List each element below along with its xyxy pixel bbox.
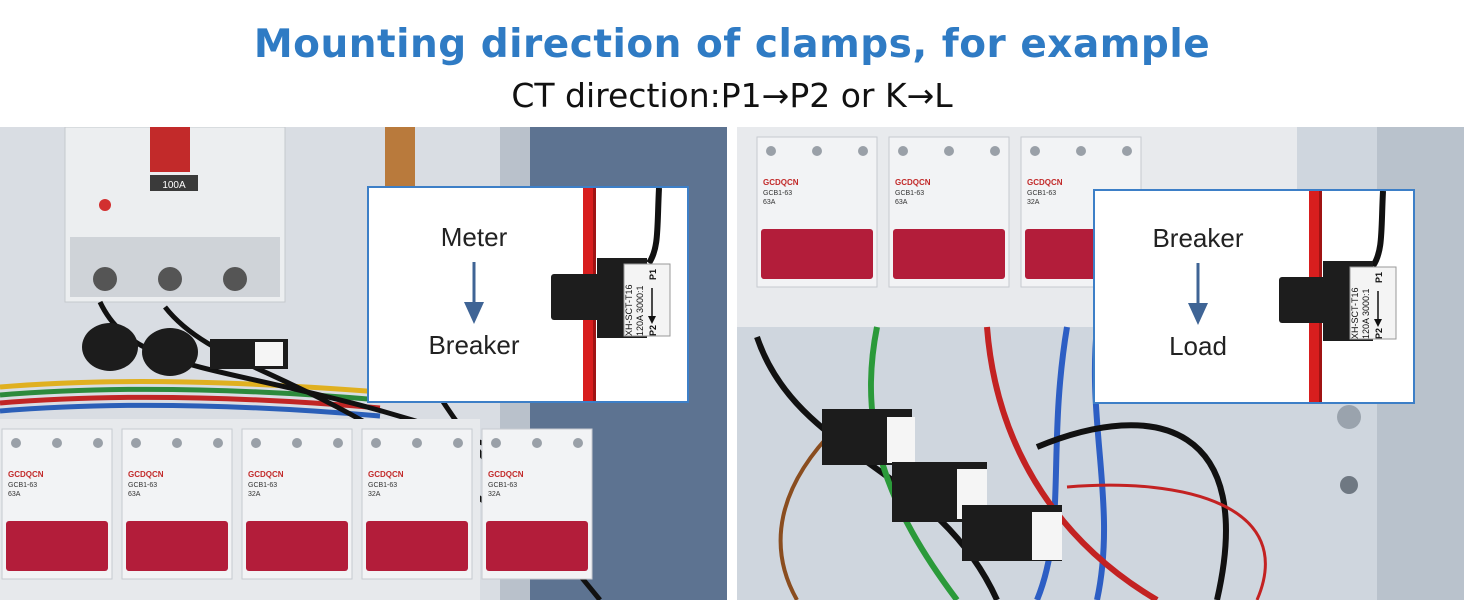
breaker-toggle (893, 229, 1005, 279)
breaker-rating: 63A (8, 491, 21, 498)
breaker-rating: 63A (895, 199, 908, 206)
breaker-toggle (126, 521, 228, 571)
ct-clamp-photo (142, 328, 198, 376)
down-arrow-icon (1188, 263, 1208, 325)
terminal-screw-icon (52, 438, 62, 448)
breaker-brand: GCDQCN (763, 178, 799, 187)
page-subtitle: CT direction:P1→P2 or K→L (511, 76, 953, 115)
ct-model-text: XH-SCT-T16 (1350, 287, 1360, 339)
terminal-screw-icon (1076, 146, 1086, 156)
breaker-brand: GCDQCN (1027, 178, 1063, 187)
terminal-screw-icon (11, 438, 21, 448)
terminal-screw-icon (131, 438, 141, 448)
breaker-brand: GCDQCN (128, 470, 164, 479)
terminal-screw-icon (172, 438, 182, 448)
breaker-model: GCB1-63 (763, 190, 792, 197)
breaker-brand: GCDQCN (488, 470, 524, 479)
callout-to-label: Breaker (428, 330, 520, 360)
ct-p2-text: P2 (648, 325, 658, 336)
breaker-brand: GCDQCN (8, 470, 44, 479)
ct-spec-text: 120A 3000:1 (635, 285, 645, 336)
breaker-rating: 63A (128, 491, 141, 498)
enclosure-screw (1337, 405, 1361, 429)
ct-clamp-diagram: XH-SCT-T16 120A 3000:1 P2 P1 (551, 188, 671, 401)
down-arrow-icon (464, 262, 484, 324)
breaker-toggle (6, 521, 108, 571)
breaker-module: GCDQCN GCB1-63 63A (1, 428, 113, 580)
ct-clamp-diagram: XH-SCT-T16 120A 3000:1 P2 P1 (1279, 191, 1397, 402)
terminal-screw-icon (944, 146, 954, 156)
breaker-rating: 32A (1027, 199, 1040, 206)
terminal-screw-icon (213, 438, 223, 448)
ct-clamp-photo (82, 323, 138, 371)
breaker-model: GCB1-63 (368, 482, 397, 489)
breaker-model: GCB1-63 (248, 482, 277, 489)
breaker-rating: 32A (488, 491, 501, 498)
breaker-module: GCDQCN GCB1-63 63A (756, 136, 878, 288)
main-breaker-rating: 100A (162, 180, 186, 191)
breaker-model: GCB1-63 (488, 482, 517, 489)
terminal-screw-icon (1122, 146, 1132, 156)
breaker-toggle (761, 229, 873, 279)
ct-model-text: XH-SCT-T16 (624, 284, 634, 336)
breaker-toggle (486, 521, 588, 571)
terminal-screw-icon (532, 438, 542, 448)
breaker-toggle (366, 521, 468, 571)
breaker-module: GCDQCN GCB1-63 32A (361, 428, 473, 580)
breaker-rating: 63A (763, 199, 776, 206)
main-breaker: 100A (64, 127, 286, 303)
breaker-model: GCB1-63 (895, 190, 924, 197)
terminal-screw-icon (766, 146, 776, 156)
callout-from-label: Breaker (1152, 223, 1244, 253)
callout-from-label: Meter (440, 222, 508, 252)
terminal-screw-icon (812, 146, 822, 156)
enclosure-screw (1340, 476, 1358, 494)
main-breaker-switch (150, 127, 190, 172)
terminal-screw-icon (333, 438, 343, 448)
ct-p2-text: P2 (1374, 328, 1384, 339)
breaker-module: GCDQCN GCB1-63 32A (481, 428, 593, 580)
terminal-screw-icon (990, 146, 1000, 156)
breaker-rating: 32A (368, 491, 381, 498)
status-indicator (99, 199, 111, 211)
ct-p1-text: P1 (648, 269, 658, 280)
left-callout: Meter Breaker XH-SCT-T16 120A 3000:1 P2 … (367, 186, 689, 403)
breaker-brand: GCDQCN (368, 470, 404, 479)
breaker-toggle (246, 521, 348, 571)
terminal-screw-icon (858, 146, 868, 156)
ct-lead-wire (1370, 191, 1386, 268)
breaker-module: GCDQCN GCB1-63 63A (888, 136, 1010, 288)
ct-lead-wire (646, 188, 662, 265)
ct-p1-text: P1 (1374, 272, 1384, 283)
right-callout: Breaker Load XH-SCT-T16 120A 3000:1 P2 P… (1093, 189, 1415, 404)
terminal-screw-icon (93, 438, 103, 448)
breaker-brand: GCDQCN (895, 178, 931, 187)
terminal-screw-icon (573, 438, 583, 448)
terminal-screw-icon (251, 438, 261, 448)
copper-busbar (385, 127, 415, 187)
breaker-module: GCDQCN GCB1-63 63A (121, 428, 233, 580)
breaker-brand: GCDQCN (248, 470, 284, 479)
breaker-module: GCDQCN GCB1-63 32A (241, 428, 353, 580)
terminal-screw-icon (1030, 146, 1040, 156)
terminal-screw-icon (412, 438, 422, 448)
terminal-screw-icon (898, 146, 908, 156)
terminal-screw-icon (371, 438, 381, 448)
ct-spec-text: 120A 3000:1 (1361, 288, 1371, 339)
breaker-model: GCB1-63 (8, 482, 37, 489)
ct-clamp-label (623, 263, 671, 337)
terminal-screw-icon (292, 438, 302, 448)
breaker-model: GCB1-63 (128, 482, 157, 489)
terminal-screw-icon (453, 438, 463, 448)
page-title: Mounting direction of clamps, for exampl… (253, 22, 1211, 67)
breaker-model: GCB1-63 (1027, 190, 1056, 197)
ct-clamp-label (1349, 266, 1397, 340)
breaker-rating: 32A (248, 491, 261, 498)
terminal-screw-icon (491, 438, 501, 448)
callout-to-label: Load (1169, 331, 1227, 361)
